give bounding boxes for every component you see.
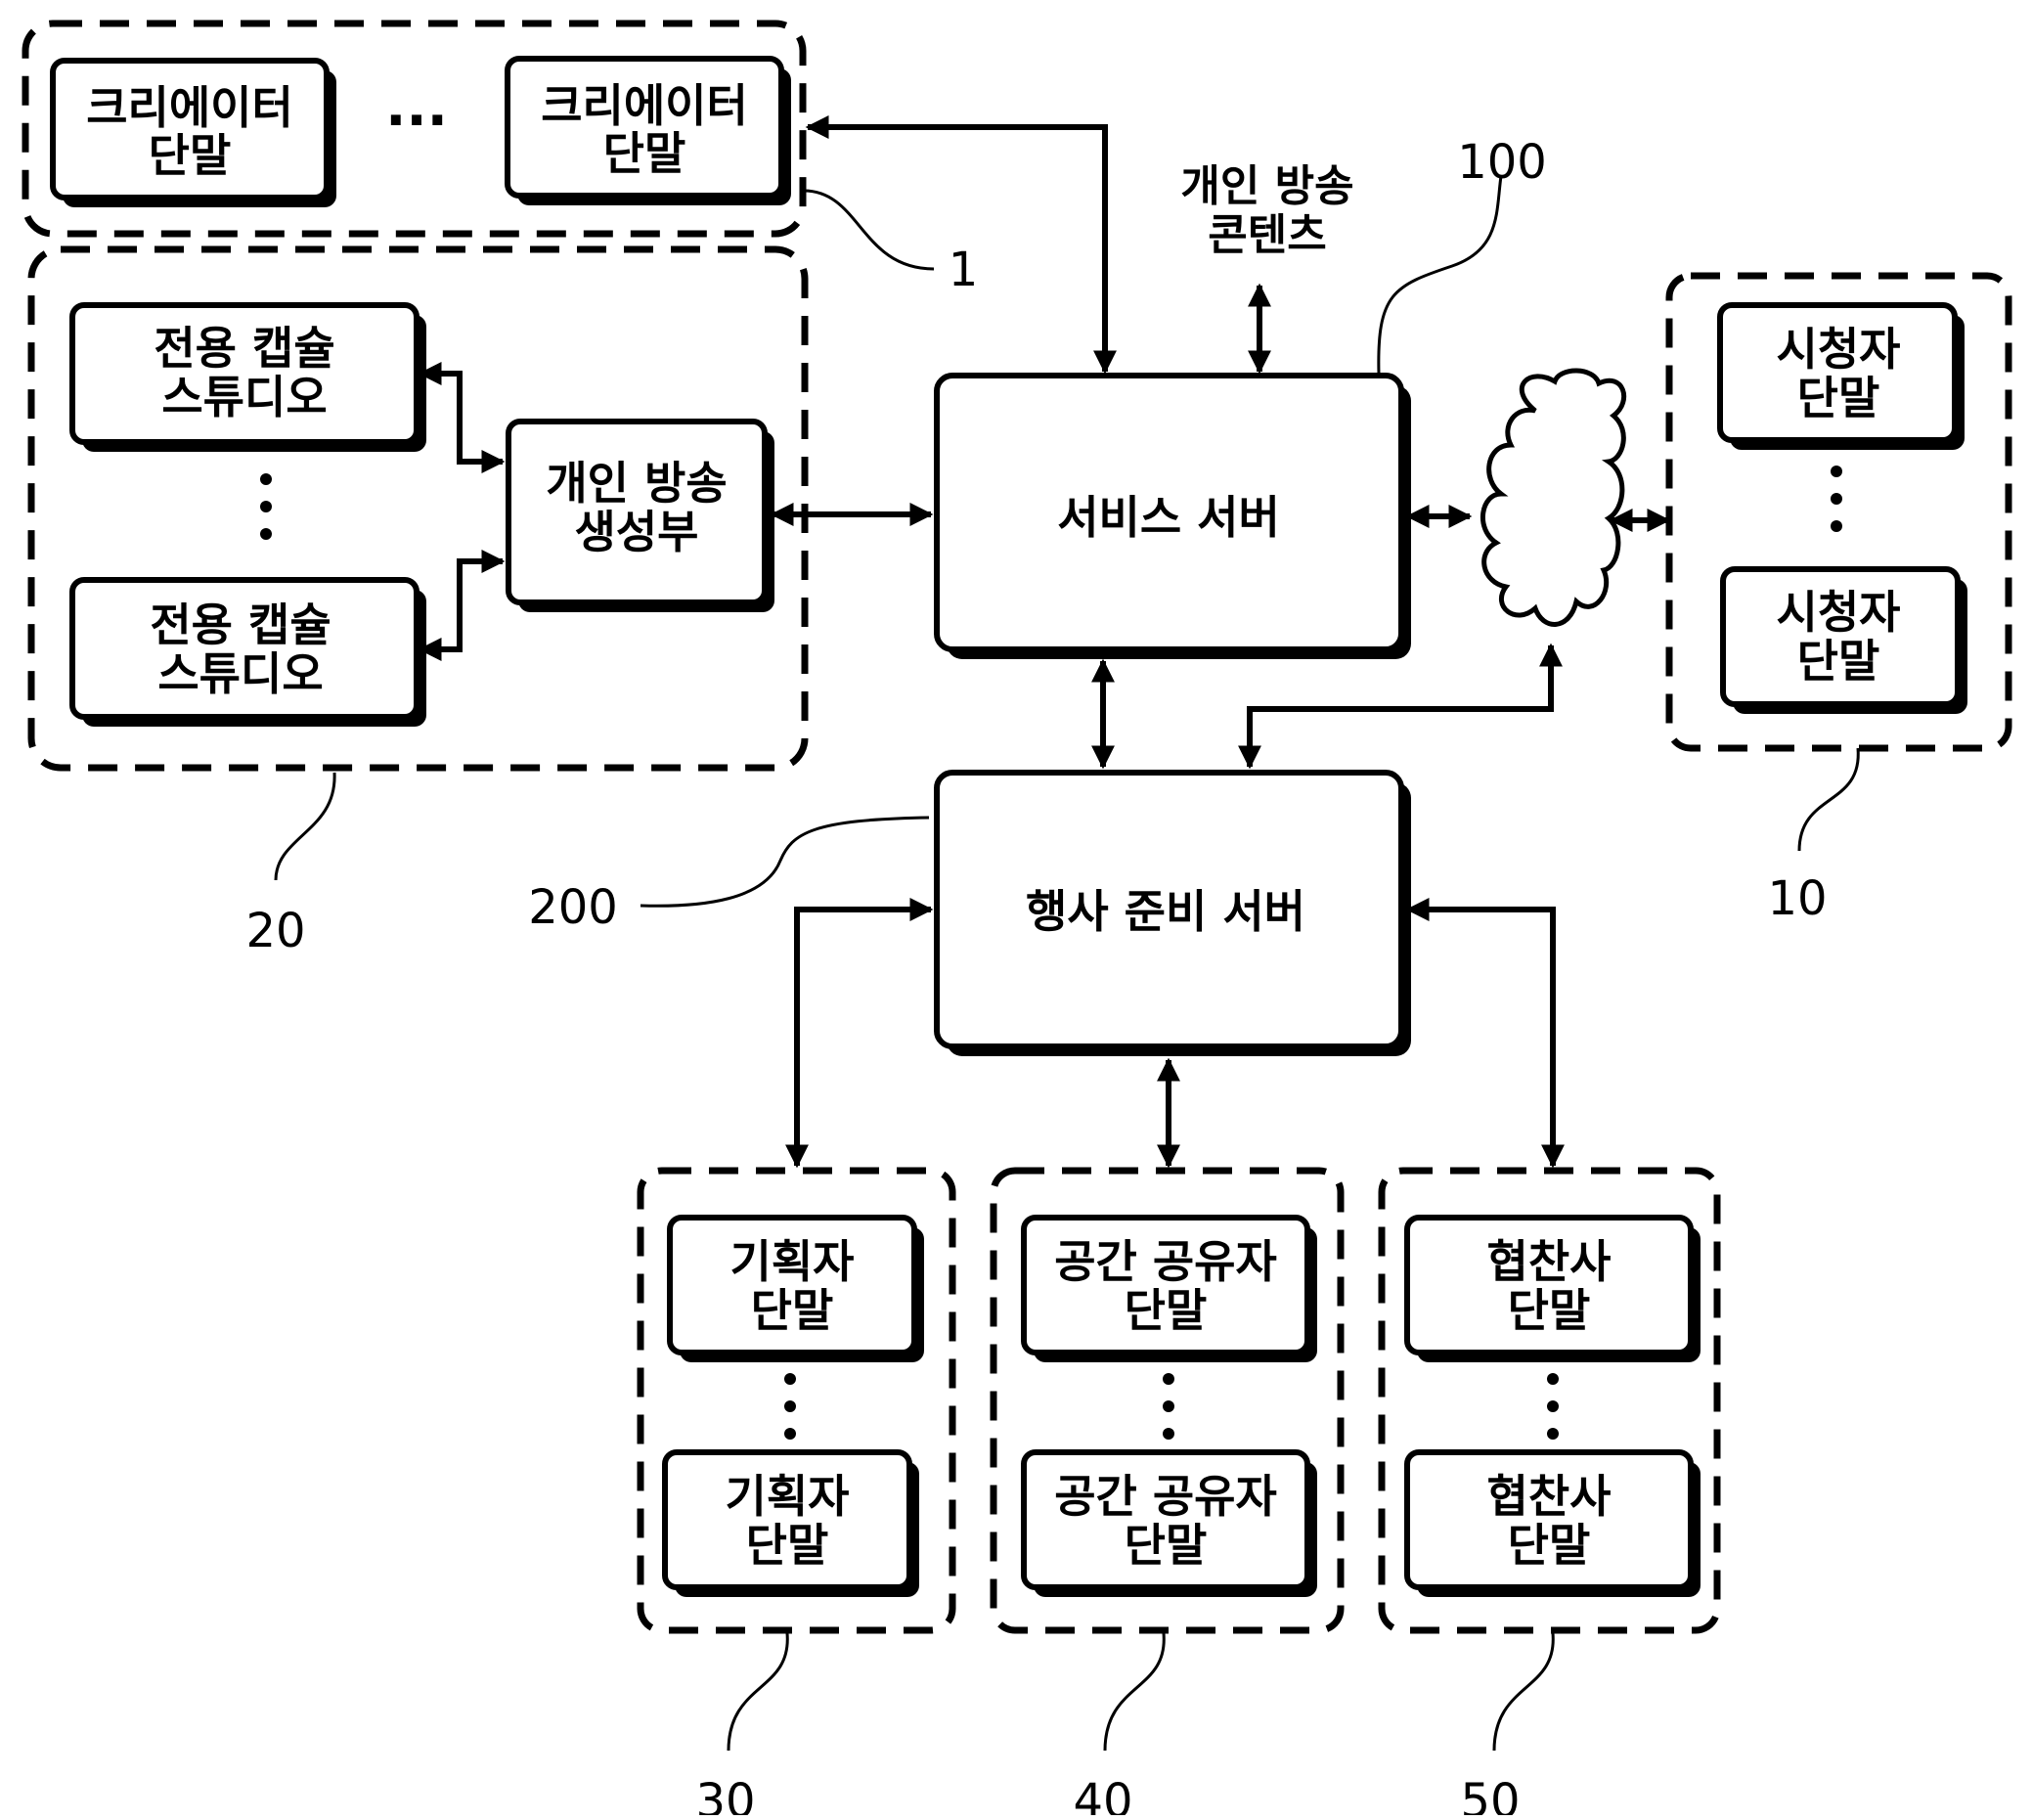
event-planner-arrow bbox=[785, 898, 934, 1169]
planner-terminal-label-1: 기획자 bbox=[730, 1235, 855, 1288]
viewer-leader-line bbox=[1797, 747, 1860, 852]
event-server-label: 행사 준비 서버 bbox=[1026, 885, 1305, 938]
studio-generator-arrow bbox=[418, 362, 506, 473]
creator-ref-number: 1 bbox=[949, 243, 979, 297]
network-cloud-icon bbox=[1480, 368, 1627, 627]
space-sharer-terminal: 공간 공유자 단말 bbox=[1021, 1449, 1317, 1597]
event-sponsor-arrow bbox=[1405, 898, 1565, 1169]
vertical-ellipsis bbox=[260, 473, 272, 540]
creator-terminal-label-2: 단말 bbox=[603, 127, 686, 180]
planner-ref-number: 30 bbox=[695, 1774, 755, 1815]
viewer-terminal: 시청자 단말 bbox=[1720, 566, 1967, 714]
creator-terminal-label-2: 단말 bbox=[149, 129, 232, 182]
sponsor-group: 협찬사 단말 협찬사 단말 bbox=[1378, 1167, 1721, 1634]
viewer-terminal-label-2: 단말 bbox=[1797, 635, 1880, 688]
sponsor-terminal-label-1: 협찬사 bbox=[1487, 1235, 1612, 1288]
sponsor-terminal: 협찬사 단말 bbox=[1404, 1449, 1701, 1597]
planner-terminal-label-1: 기획자 bbox=[726, 1470, 850, 1523]
studio-ref-number: 20 bbox=[245, 904, 305, 958]
vertical-ellipsis bbox=[1831, 466, 1842, 532]
vertical-ellipsis bbox=[1547, 1373, 1559, 1440]
viewer-terminal-label-1: 시청자 bbox=[1777, 586, 1901, 639]
capsule-studio: 전용 캡슐 스튜디오 bbox=[69, 577, 426, 727]
cloud-event-arrow bbox=[1238, 643, 1563, 770]
planner-terminal-label-2: 단말 bbox=[751, 1284, 834, 1337]
event-leader-line bbox=[640, 816, 930, 908]
creator-terminal-label-1: 크리에이터 bbox=[86, 81, 293, 134]
planner-terminal: 기획자 단말 bbox=[662, 1449, 919, 1597]
capsule-studio-label-2: 스튜디오 bbox=[157, 647, 323, 700]
capsule-studio-label-1: 전용 캡슐 bbox=[154, 322, 334, 375]
viewer-terminal-label-1: 시청자 bbox=[1777, 323, 1901, 376]
viewer-group: 시청자 단말 시청자 단말 bbox=[1665, 272, 2012, 752]
sponsor-terminal-label-1: 협찬사 bbox=[1487, 1470, 1612, 1523]
content-label-2: 콘텐츠 bbox=[1208, 210, 1326, 260]
broadcast-generator: 개인 방송 생성부 bbox=[506, 419, 774, 612]
studio-leader-line bbox=[274, 772, 336, 881]
vertical-ellipsis bbox=[1163, 1373, 1174, 1440]
sponsor-leader-line bbox=[1492, 1632, 1555, 1752]
planner-terminal-label-2: 단말 bbox=[746, 1519, 829, 1572]
capsule-studio: 전용 캡슐 스튜디오 bbox=[69, 302, 426, 452]
service-ref-number: 100 bbox=[1457, 135, 1547, 190]
space-sharer-terminal-label-1: 공간 공유자 bbox=[1054, 1235, 1277, 1288]
space-sharer-leader-line bbox=[1103, 1632, 1166, 1752]
creator-terminal: 크리에이터 단말 bbox=[505, 56, 791, 205]
creator-terminal-label-1: 크리에이터 bbox=[541, 79, 748, 132]
creator-terminal: 크리에이터 단말 bbox=[50, 58, 336, 207]
planner-group: 기획자 단말 기획자 단말 bbox=[637, 1167, 956, 1634]
creator-group: 크리에이터 단말 ··· 크리에이터 단말 bbox=[22, 20, 807, 238]
capsule-studio-label-1: 전용 캡슐 bbox=[150, 599, 331, 651]
viewer-terminal: 시청자 단말 bbox=[1717, 302, 1965, 450]
viewer-terminal-label-2: 단말 bbox=[1797, 372, 1880, 424]
viewer-ref-number: 10 bbox=[1767, 871, 1827, 926]
vertical-ellipsis bbox=[784, 1373, 796, 1440]
sponsor-terminal-label-2: 단말 bbox=[1508, 1284, 1591, 1337]
creator-leader-line bbox=[803, 189, 935, 271]
service-server-label: 서비스 서버 bbox=[1057, 491, 1280, 544]
space-sharer-terminal: 공간 공유자 단말 bbox=[1021, 1215, 1317, 1362]
space-sharer-group: 공간 공유자 단말 공간 공유자 단말 bbox=[990, 1167, 1345, 1634]
content-label-1: 개인 방송 bbox=[1180, 161, 1353, 211]
space-sharer-terminal-label-1: 공간 공유자 bbox=[1054, 1470, 1277, 1523]
creator-ellipsis: ··· bbox=[385, 89, 448, 153]
sponsor-terminal: 협찬사 단말 bbox=[1404, 1215, 1701, 1362]
service-leader-line bbox=[1377, 175, 1503, 375]
broadcast-generator-label-2: 생성부 bbox=[575, 506, 699, 558]
sponsor-ref-number: 50 bbox=[1460, 1774, 1520, 1815]
space-sharer-terminal-label-2: 단말 bbox=[1125, 1519, 1208, 1572]
creator-service-arrow bbox=[805, 115, 1117, 375]
space-sharer-ref-number: 40 bbox=[1073, 1774, 1132, 1815]
broadcast-generator-label-1: 개인 방송 bbox=[546, 457, 727, 510]
event-ref-number: 200 bbox=[528, 880, 618, 935]
service-server: 서비스 서버 bbox=[934, 373, 1411, 659]
capsule-studio-label-2: 스튜디오 bbox=[161, 371, 327, 423]
planner-leader-line bbox=[727, 1632, 789, 1752]
planner-terminal: 기획자 단말 bbox=[667, 1215, 924, 1362]
event-server: 행사 준비 서버 bbox=[934, 770, 1411, 1056]
studio-group: 전용 캡슐 스튜디오 전용 캡슐 스튜디오 개인 방송 생성부 bbox=[27, 245, 809, 772]
space-sharer-terminal-label-2: 단말 bbox=[1125, 1284, 1208, 1337]
studio-generator-arrow bbox=[418, 550, 506, 661]
sponsor-terminal-label-2: 단말 bbox=[1508, 1519, 1591, 1572]
